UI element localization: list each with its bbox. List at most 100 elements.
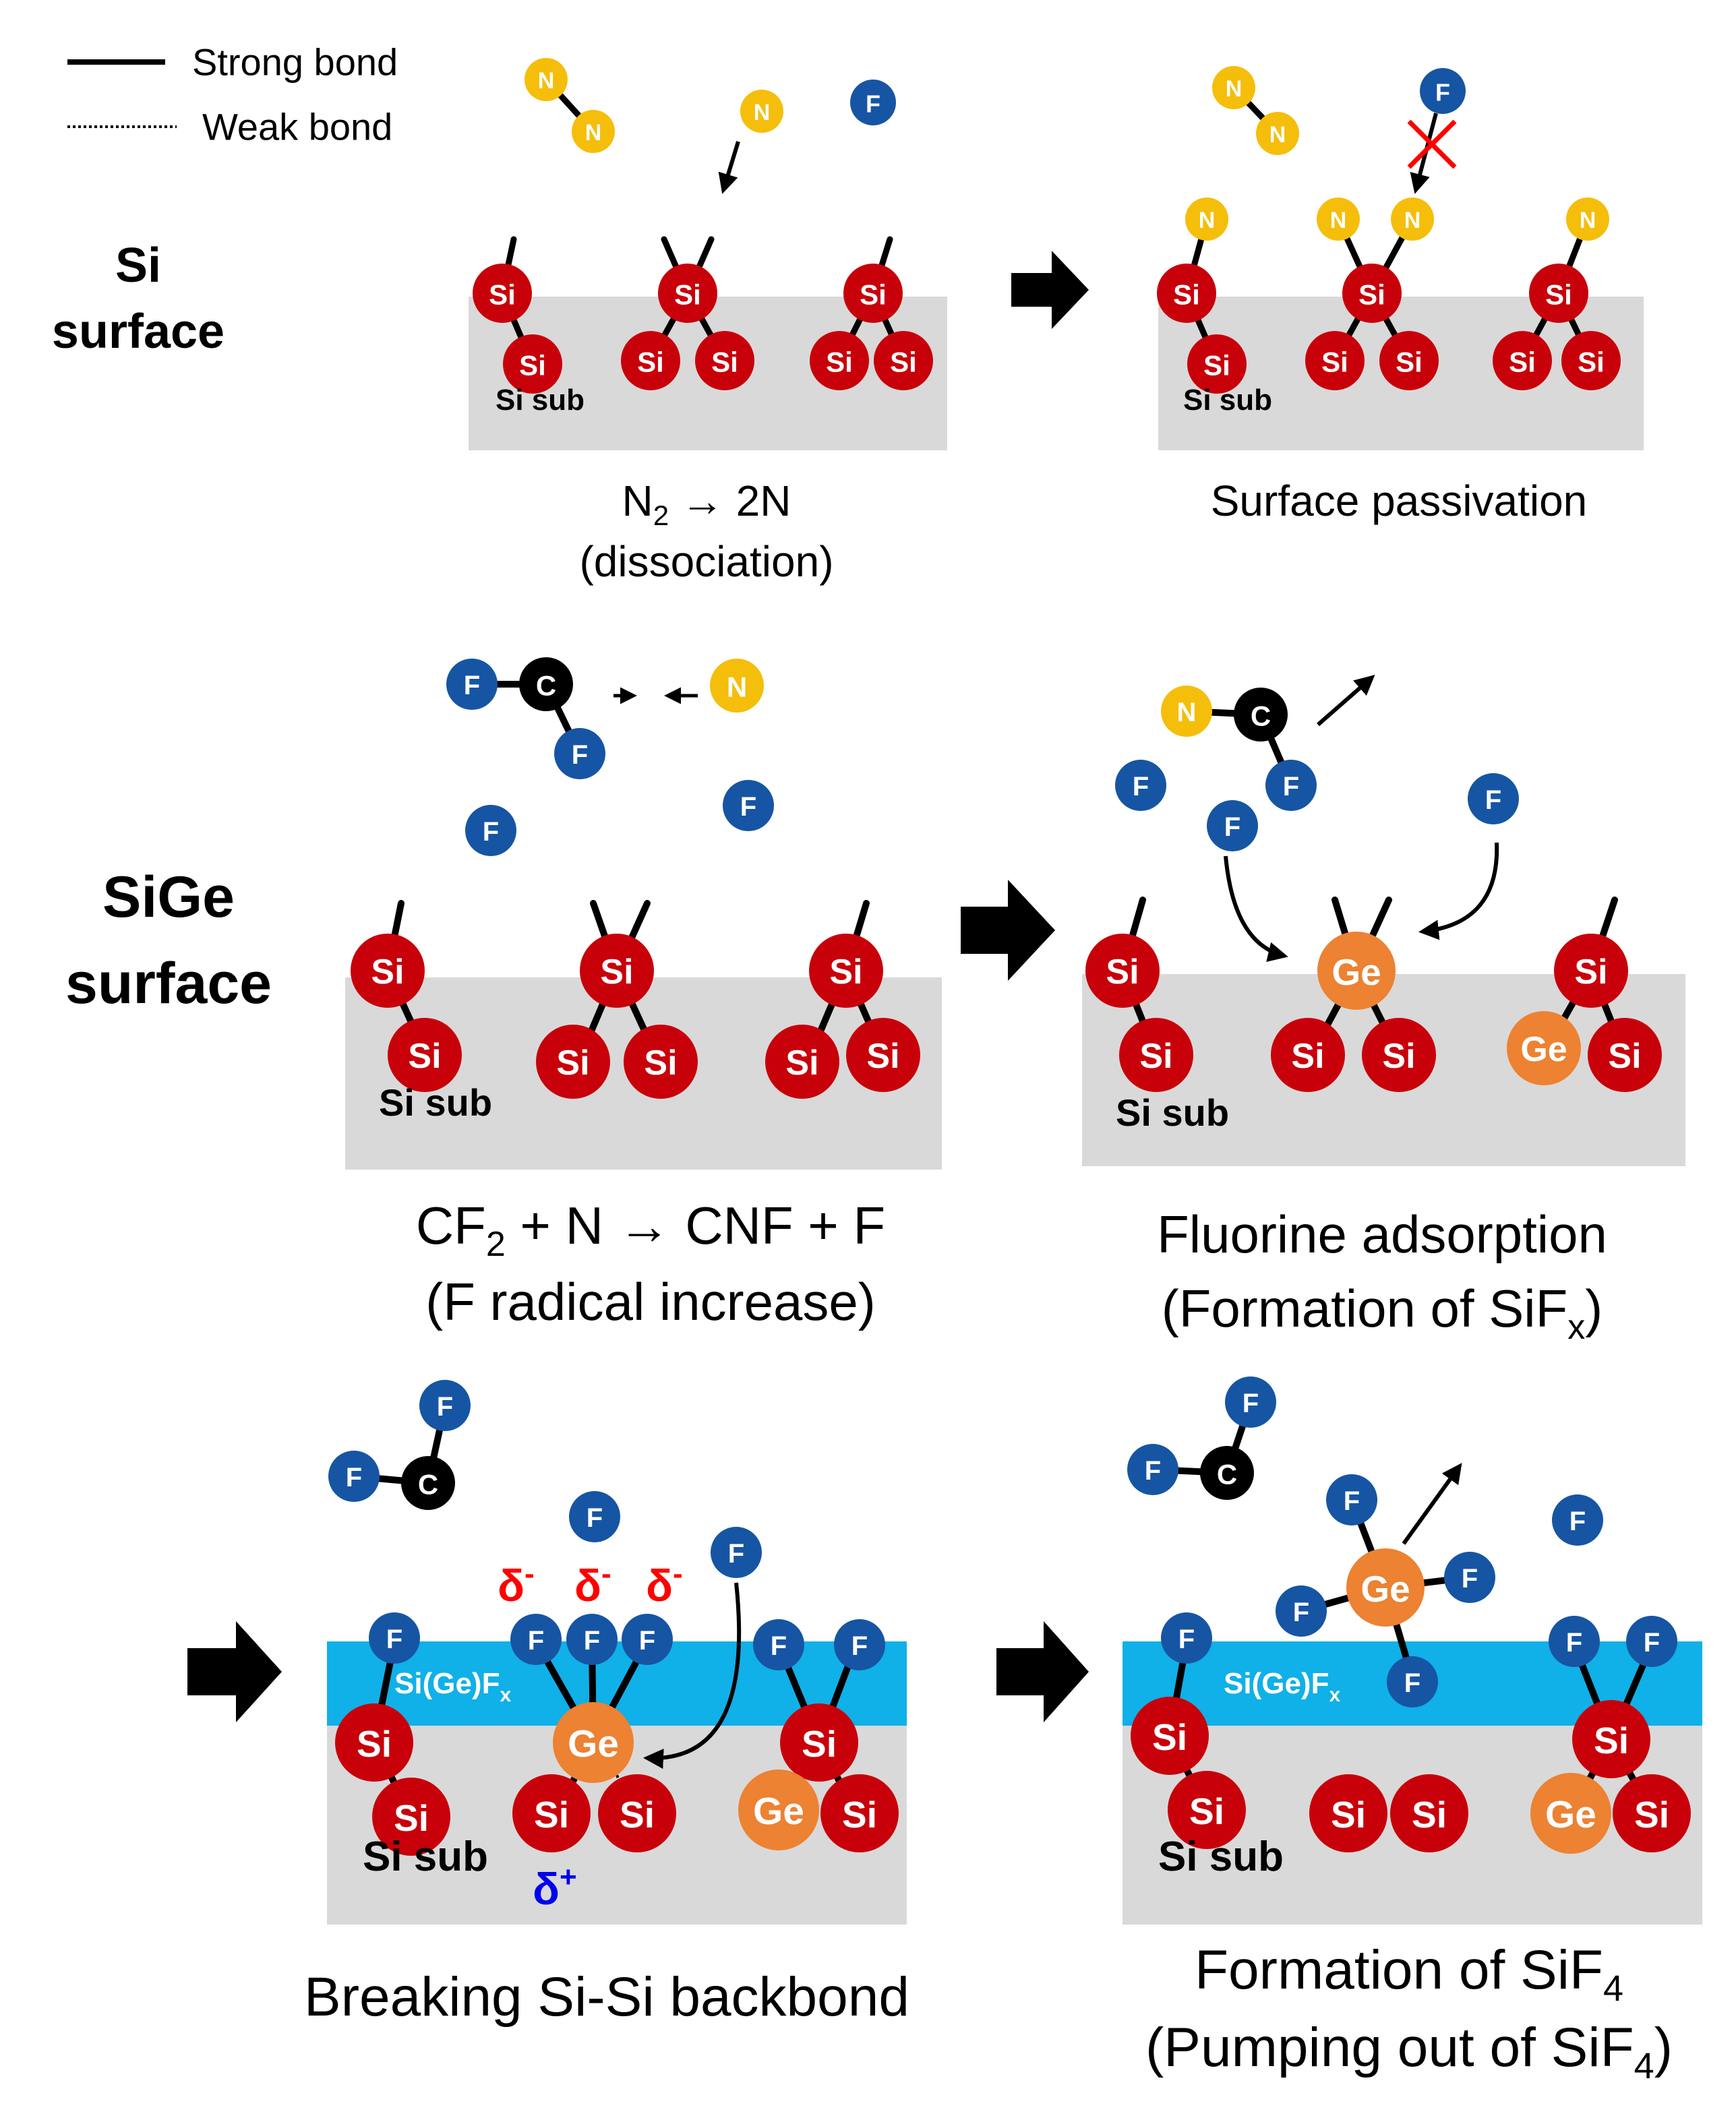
fluorine-atom-circle <box>566 1614 618 1665</box>
panel2-forbid-cross <box>1407 119 1457 169</box>
germanium-atom-label: Ge <box>568 1722 619 1765</box>
fluorine-atom-label: F <box>572 740 588 770</box>
fluorine-atom-label: F <box>1133 772 1149 801</box>
silicon-atom-circle <box>536 1025 610 1099</box>
silicon-atom-label: Si <box>842 1794 877 1836</box>
fluorine-atom-circle <box>1225 1376 1276 1428</box>
silicon-atom-circle <box>1390 1774 1468 1852</box>
panel4-leaving-arrow <box>1317 675 1375 727</box>
silicon-atom-circle <box>810 331 869 390</box>
nitrogen-atom-label: N <box>1199 208 1216 233</box>
silicon-atom-circle <box>1613 1774 1691 1852</box>
row-label-sige-line1: SiGe <box>102 865 235 930</box>
silicon-atom-label: Si <box>1331 1794 1366 1836</box>
silicon-atom: Si <box>335 1703 413 1782</box>
silicon-atom-circle <box>1342 264 1402 323</box>
silicon-atom-label: Si <box>860 279 887 311</box>
fluorine-atom-label: F <box>437 1392 453 1422</box>
panel5-f-attack-arrow <box>643 1582 742 1769</box>
nitrogen-atom: N <box>1212 66 1255 109</box>
silicon-atom: Si <box>1613 1774 1691 1852</box>
silicon-atom-circle <box>503 334 562 394</box>
fluorine-atom-circle <box>1468 773 1519 824</box>
fluorine-atom: F <box>510 1614 562 1665</box>
panel3-caption-line1: CF2 + N → CNF + F <box>416 1196 885 1264</box>
delta-negative-1: δ- <box>498 1557 535 1610</box>
germanium-atom-label: Ge <box>753 1790 804 1833</box>
delta-positive: δ+ <box>533 1860 577 1914</box>
silicon-atom-label: Si <box>394 1797 429 1839</box>
silicon-atom: Si <box>1342 264 1402 323</box>
silicon-atom-label: Si <box>1509 346 1536 378</box>
carbon-atom-circle <box>401 1456 455 1510</box>
silicon-atom-circle <box>335 1703 413 1782</box>
fluorine-atom: F <box>1115 760 1166 811</box>
fluorine-atom-label: F <box>1224 812 1240 842</box>
carbon-atom: C <box>519 657 573 711</box>
nitrogen-atom-circle <box>1566 198 1609 241</box>
silicon-atom: Si <box>1168 1771 1246 1849</box>
silicon-atom-label: Si <box>785 1043 818 1083</box>
silicon-atom: Si <box>351 934 425 1008</box>
nitrogen-atom: N <box>740 90 783 133</box>
silicon-atom-circle <box>1085 934 1160 1008</box>
fluorine-atom-circle <box>1207 800 1258 851</box>
silicon-atom-label: Si <box>357 1723 392 1765</box>
silicon-atom-circle <box>1131 1697 1209 1775</box>
silicon-atom-label: Si <box>1608 1037 1641 1076</box>
fluorine-atom-label: F <box>728 1539 744 1569</box>
fluorine-atom-circle <box>369 1612 420 1664</box>
silicon-atom-label: Si <box>711 346 738 378</box>
silicon-atom: Si <box>658 264 717 323</box>
fluorine-atom-label: F <box>851 1631 868 1661</box>
fluorine-atom-circle <box>446 659 498 710</box>
panel4-f-attack-arrow-right <box>1418 842 1499 940</box>
nitrogen-atom: N <box>1161 686 1212 737</box>
silicon-atom-circle <box>1493 331 1552 390</box>
nitrogen-atom: N <box>1317 198 1360 241</box>
delta-negative-2: δ- <box>574 1557 611 1610</box>
silicon-atom-circle <box>1588 1018 1662 1092</box>
carbon-atom-label: C <box>1251 700 1271 732</box>
silicon-atom-circle <box>512 1774 591 1852</box>
delta-negative-3: δ- <box>646 1557 683 1610</box>
silicon-atom: Si <box>1362 1018 1436 1092</box>
silicon-atom-circle <box>820 1774 899 1852</box>
silicon-atom: Si <box>1309 1774 1387 1852</box>
carbon-atom-circle <box>519 657 573 711</box>
fluorine-atom-label: F <box>464 671 480 700</box>
fluorine-atom-circle <box>1161 1612 1212 1664</box>
silicon-atom: Si <box>1379 331 1439 390</box>
nitrogen-atom: N <box>1391 198 1434 241</box>
fluorine-atom-label: F <box>386 1625 402 1654</box>
silicon-atom-circle <box>843 264 903 323</box>
fluorine-atom-circle <box>1127 1444 1178 1495</box>
germanium-atom: Ge <box>553 1702 634 1783</box>
panel6-substrate-label: Si sub <box>1158 1834 1284 1880</box>
silicon-atom-label: Si <box>1396 346 1423 378</box>
fluorine-atom-circle <box>622 1614 673 1665</box>
silicon-atom: Si <box>580 934 654 1008</box>
silicon-atom: Si <box>598 1774 676 1852</box>
silicon-atom: Si <box>1157 264 1216 323</box>
silicon-atom-label: Si <box>1358 279 1385 311</box>
panel6-leaving-arrow <box>1402 1463 1462 1545</box>
fluorine-atom: F <box>446 659 498 710</box>
silicon-atom-label: Si <box>644 1043 677 1083</box>
panel5-substrate-label: Si sub <box>363 1834 488 1880</box>
nitrogen-atom-circle <box>740 90 783 133</box>
fluorine-atom: F <box>1127 1444 1178 1495</box>
legend-weak-bond-label: Weak bond <box>202 106 392 148</box>
fluorine-atom: F <box>723 780 774 831</box>
silicon-atom-label: Si <box>556 1043 589 1083</box>
panel5-layer-label: Si(Ge)Fx <box>394 1667 511 1706</box>
process-arrow-1 <box>1011 251 1089 329</box>
silicon-atom-circle <box>598 1774 676 1852</box>
panel4-caption-line2: (Formation of SiFx) <box>1162 1279 1603 1347</box>
fluorine-atom: F <box>1387 1656 1438 1707</box>
nitrogen-atom-label: N <box>1177 698 1197 727</box>
row-label-si-line1: Si <box>115 239 161 293</box>
germanium-atom-circle <box>1346 1548 1425 1627</box>
silicon-atom: Si <box>473 264 532 323</box>
germanium-atom-label: Ge <box>1520 1030 1567 1069</box>
